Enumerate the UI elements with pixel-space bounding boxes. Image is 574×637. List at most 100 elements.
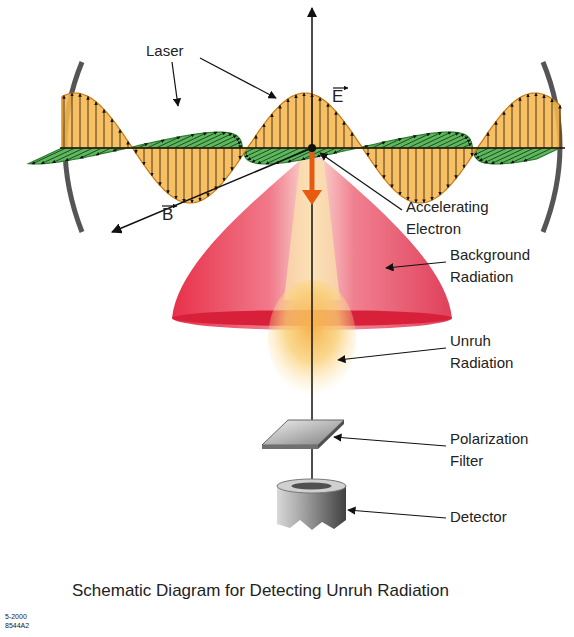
detector-top: [277, 479, 346, 493]
field-vector: [200, 148, 201, 201]
field-vector: [160, 148, 161, 186]
figure-number: 8544A2: [5, 621, 65, 630]
field-vector: [147, 140, 164, 148]
field-vector: [435, 134, 464, 148]
field-vector: [484, 148, 516, 163]
leader-line: [334, 437, 446, 446]
field-vector: [560, 105, 561, 148]
field-vector: [496, 121, 497, 148]
field-vector: [392, 148, 393, 188]
field-vector: [352, 132, 353, 148]
field-vector: [476, 148, 498, 158]
leader-line: [348, 510, 446, 518]
field-vector: [384, 148, 385, 179]
field-vector: [448, 148, 449, 188]
field-vector: [72, 93, 73, 148]
part-label: Accelerating Electron: [406, 196, 506, 240]
field-vector: [144, 148, 145, 165]
field-vector: [424, 148, 425, 203]
field-vector: [280, 105, 281, 148]
detector-window: [292, 483, 332, 490]
leader-line: [386, 262, 446, 268]
field-vector: [96, 102, 97, 148]
vector-label: B: [162, 204, 192, 226]
field-vector: [183, 132, 217, 148]
field-vector: [376, 148, 377, 168]
vertical-axis: [311, 8, 313, 480]
field-vector: [328, 104, 329, 149]
filter-edge: [262, 445, 318, 449]
field-vector: [296, 95, 297, 148]
field-vector: [408, 148, 409, 200]
field-vector: [272, 114, 273, 148]
field-vector: [552, 99, 553, 148]
field-vector: [88, 96, 89, 148]
diagonal-axis: [112, 148, 312, 232]
field-vector: [456, 148, 457, 179]
field-vector: [426, 133, 459, 148]
field-vector: [219, 138, 240, 148]
field-vector: [512, 104, 513, 149]
acceleration-arrowhead: [302, 190, 322, 205]
electron: [308, 144, 316, 152]
field-vector: [472, 148, 473, 156]
field-vector: [408, 132, 442, 148]
field-vector: [208, 148, 209, 197]
field-vector: [520, 98, 521, 148]
field-vector: [400, 148, 401, 195]
field-vector: [192, 148, 193, 203]
field-vector: [264, 124, 265, 148]
leader-line: [338, 348, 446, 360]
field-vector: [96, 148, 111, 155]
field-vector: [453, 140, 470, 148]
field-vector: [232, 148, 233, 171]
leader-line: [200, 58, 276, 98]
field-vector: [120, 130, 121, 148]
field-vector: [201, 134, 232, 149]
field-vector: [416, 148, 417, 203]
field-vector: [504, 112, 505, 148]
field-vector: [41, 148, 75, 164]
field-vector: [320, 98, 321, 148]
field-vector: [464, 148, 465, 168]
field-vector: [192, 132, 226, 148]
field-vector: [491, 148, 525, 164]
field-vector: [52, 148, 84, 163]
leader-line: [320, 153, 402, 210]
part-label: Unruh Radiation: [450, 330, 530, 374]
field-vector: [417, 132, 451, 148]
field-vector: [252, 148, 282, 162]
field-vector: [336, 112, 337, 148]
field-vector: [344, 121, 345, 148]
field-vector: [304, 93, 305, 148]
field-vector: [334, 148, 346, 153]
field-vector: [112, 119, 113, 148]
figure-date: 5-2000: [5, 612, 65, 621]
field-vector: [528, 94, 529, 148]
field-vector: [136, 148, 137, 153]
field-vector: [511, 148, 543, 163]
field-vector: [524, 148, 552, 161]
field-vector: [80, 94, 81, 149]
field-vector: [368, 148, 369, 156]
field-vector: [317, 148, 336, 157]
field-vector: [536, 93, 537, 148]
field-vector: [381, 138, 402, 148]
field-vector: [184, 148, 185, 202]
part-label: Detector: [450, 506, 540, 528]
field-vector: [500, 148, 534, 164]
leader-line: [172, 62, 178, 106]
field-vector: [440, 148, 441, 195]
field-vector: [32, 148, 66, 164]
field-vector: [216, 148, 217, 190]
field-vector: [288, 99, 289, 148]
acceleration-arrow: [310, 150, 315, 195]
field-vector: [228, 142, 241, 148]
field-vector: [432, 148, 433, 200]
field-vector: [104, 109, 105, 148]
laser-label: Laser: [146, 40, 226, 62]
field-vector: [224, 148, 225, 181]
filter-edge: [318, 420, 344, 449]
field-vector: [399, 134, 430, 149]
